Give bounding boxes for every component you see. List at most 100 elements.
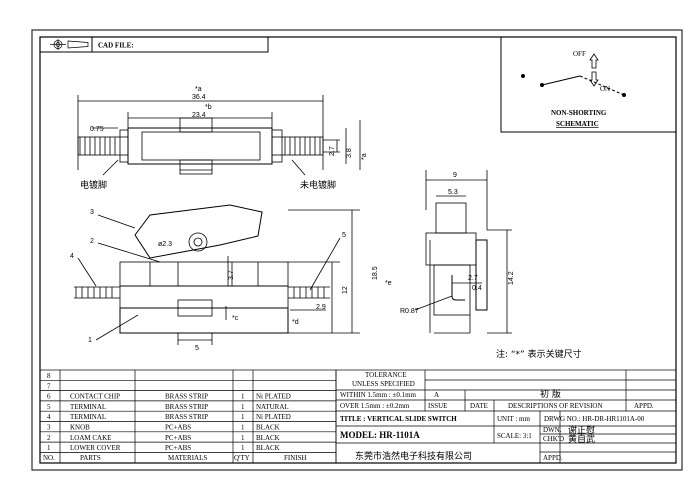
revision-a: A — [434, 391, 439, 399]
side-dim-w2-9: 2.9 — [316, 304, 326, 311]
right-pin — [271, 129, 324, 163]
bom-cell-finish: NATURAL — [256, 403, 289, 411]
bom-cell-material: BRASS STRIP — [165, 393, 208, 401]
bom-table — [39, 369, 337, 464]
side-dim-height: 18.5 — [372, 266, 379, 280]
bom-cell-no: 5 — [47, 403, 51, 411]
unless-label: UNLESS SPECIFIED — [352, 380, 415, 388]
top-dim-b-star: *b — [205, 104, 212, 111]
right-terminal — [288, 286, 330, 299]
side-dim-e-star: *e — [385, 280, 392, 287]
drawing-title: TITLE : VERTICAL SLIDE SWITCH — [340, 415, 457, 423]
bom-cell-part: CONTACT CHIP — [70, 393, 120, 401]
top-dim-pin: 0.75 — [90, 126, 104, 133]
header: CAD FILE: — [39, 36, 269, 53]
top-dim-overall: 36.4 — [192, 94, 206, 101]
chkd-name: 黄自武 — [568, 433, 595, 445]
side-dim-hole: ø2.3 — [158, 241, 172, 248]
bom-cell-no: 3 — [47, 424, 51, 432]
title-block — [335, 369, 677, 464]
bom-cell-qty: 1 — [241, 413, 245, 421]
plated-pin-label: 电镀脚 — [80, 179, 107, 191]
end-dim-t1: 2.7 — [468, 275, 478, 282]
bom-cell-qty: 1 — [241, 424, 245, 432]
bom-header-part: PARTS — [80, 454, 101, 462]
first-edition: 初 版 — [540, 388, 561, 400]
model-label: MODEL: HR-1101A — [340, 430, 420, 440]
bom-cell-finish: Ni PLATED — [256, 393, 291, 401]
top-view — [77, 95, 361, 176]
top-dim-a-star-right: *a — [361, 153, 368, 160]
key-dimension-note: 注: “*” 表示关键尺寸 — [496, 348, 582, 360]
over-tolerance: OVER 1.5mm : ±0.2mm — [340, 402, 410, 410]
left-terminal — [74, 286, 120, 299]
appd2-label: APPD. — [543, 454, 563, 462]
chkd-label: CHK'D — [543, 435, 564, 443]
side-dim-c-star: *c — [232, 315, 239, 322]
bom-cell-part: KNOB — [70, 424, 90, 432]
bom-cell-part: TERMINAL — [70, 403, 106, 411]
bom-cell-no: 4 — [47, 413, 51, 421]
appd-label: APPD. — [634, 402, 654, 410]
sheet-border-outer — [31, 29, 683, 471]
bom-cell-no: 6 — [47, 393, 51, 401]
unplated-pin-label: 未电镀脚 — [300, 179, 336, 191]
bom-header-finish: FINISH — [284, 454, 307, 462]
top-dim-h1: 2.7 — [329, 146, 336, 156]
top-dim-a-star: *a — [195, 86, 202, 93]
desc-rev-label: DESCRIPTIONS OF REVISION — [508, 402, 603, 410]
bom-cell-part: LOAM CAKE — [70, 434, 111, 442]
schematic-title: NON-SHORTING — [551, 109, 607, 117]
bom-cell-material: PC+ABS — [165, 434, 191, 442]
tolerance-label: TOLERANCE — [365, 371, 406, 379]
end-dim-inner: 5.3 — [448, 189, 458, 196]
end-dim-width: 9 — [453, 172, 457, 179]
left-pin — [77, 129, 129, 163]
end-dim-h: 14.2 — [508, 271, 515, 285]
company-name: 东莞市浩然电子科技有限公司 — [355, 450, 472, 462]
bom-cell-material: BRASS STRIP — [165, 413, 208, 421]
bom-cell-no: 1 — [47, 444, 51, 452]
bom-cell-part: LOWER COVER — [70, 444, 121, 452]
bom-cell-material: PC+ABS — [165, 424, 191, 432]
date-label: DATE — [470, 402, 488, 410]
callout-2: 2 — [90, 238, 94, 245]
drawing-number: DRWG NO.: HR-DR-HR1101A-00 — [544, 415, 645, 423]
bom-cell-qty: 1 — [241, 393, 245, 401]
bom-cell-material: PC+ABS — [165, 444, 191, 452]
unit-label: UNIT : mm — [497, 415, 530, 423]
bom-cell-qty: 1 — [241, 444, 245, 452]
bom-cell-no: 2 — [47, 434, 51, 442]
top-dim-h2: 3.8 — [346, 148, 353, 158]
scale-label: SCALE: 3:1 — [497, 432, 532, 440]
side-dim-d-star: *d — [292, 319, 299, 326]
cad-file-label: CAD FILE: — [98, 42, 134, 50]
bom-cell-part: TERMINAL — [70, 413, 106, 421]
bom-cell-finish: BLACK — [256, 424, 280, 432]
callout-3: 3 — [90, 209, 94, 216]
side-dim-knob-h: 3.7 — [228, 270, 235, 280]
end-dim-radius: R0.87 — [400, 308, 419, 315]
schematic-off-label: OFF — [573, 50, 586, 58]
dwn-label: DWN. — [543, 426, 562, 434]
bom-cell-no: 8 — [47, 372, 51, 380]
bom-header-no: NO. — [43, 454, 55, 462]
side-dim-w5: 5 — [195, 345, 199, 352]
bom-cell-finish: BLACK — [256, 434, 280, 442]
end-dim-t2: 0.4 — [472, 285, 482, 292]
schematic: OFF ON NON-SHORTING SCHEMATIC — [500, 36, 677, 133]
top-dim-body: 23.4 — [192, 112, 206, 119]
side-dim-body-h: 12 — [342, 286, 349, 294]
callout-4: 4 — [70, 253, 74, 260]
bom-header-material: MATERIALS — [168, 454, 207, 462]
end-view — [414, 170, 512, 334]
issue-label: ISSUE — [428, 402, 447, 410]
bom-header-qty: Q'TY — [234, 454, 250, 462]
bom-cell-no: 7 — [47, 382, 51, 390]
callout-5: 5 — [342, 232, 346, 239]
callout-1: 1 — [88, 337, 92, 344]
bom-cell-finish: BLACK — [256, 444, 280, 452]
schematic-subtitle: SCHEMATIC — [556, 120, 599, 128]
